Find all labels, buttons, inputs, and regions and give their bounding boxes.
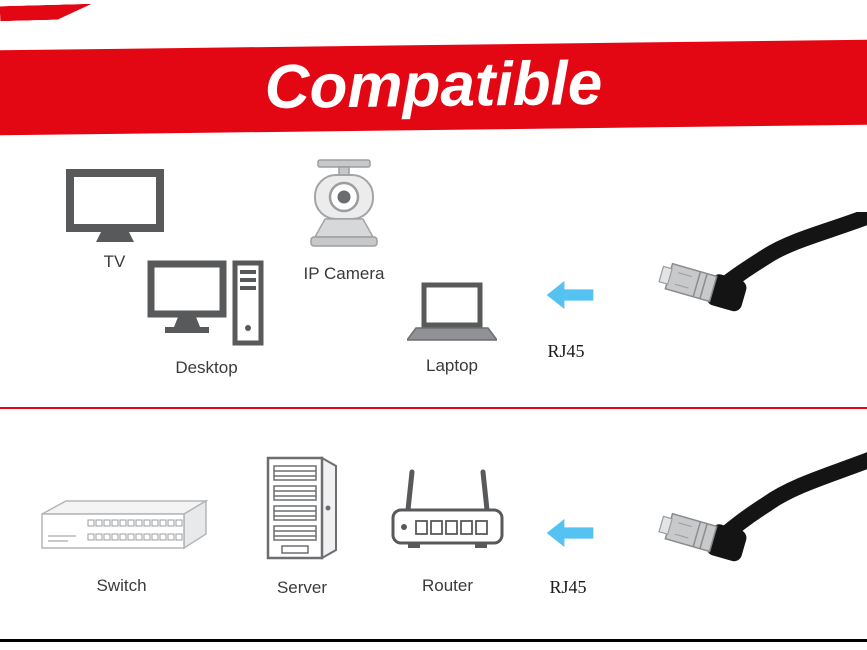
section-divider [0,407,867,409]
laptop-label: Laptop [426,356,478,375]
title-banner: Compatible [0,39,867,136]
device-tv: TV [62,168,167,272]
patch-cable-top-image [617,208,867,362]
device-ip-camera: IP Camera [294,158,394,284]
device-laptop: Laptop [407,282,497,376]
device-server: Server [257,454,347,598]
tv-icon [65,169,164,242]
device-switch: Switch [34,496,209,596]
rj45-label-bottom: RJ45 [549,577,587,597]
ribbon-fold-shape [0,4,92,21]
laptop-icon [407,282,497,341]
router-icon [391,469,504,548]
server-label: Server [276,578,328,597]
bottom-border-line [0,639,867,642]
desktop-icon [147,260,263,346]
switch-label: Switch [96,576,147,595]
device-desktop: Desktop [144,260,269,378]
rj45-cable-icon [658,452,867,562]
ip-camera-label: IP Camera [303,264,385,283]
page-title: Compatible [264,48,603,122]
rj45-cable-icon [658,208,867,312]
device-router: Router [390,468,505,596]
router-label: Router [421,576,474,595]
server-icon [266,456,337,560]
desktop-label: Desktop [175,358,238,377]
rj45-label-top: RJ45 [547,341,585,361]
patch-cable-bottom-image [617,452,867,602]
left-arrow-icon-top [546,281,594,314]
switch-icon [40,499,208,550]
ip-camera-icon [310,159,378,247]
tv-label: TV [103,252,126,271]
left-arrow-icon-bottom [546,519,594,552]
